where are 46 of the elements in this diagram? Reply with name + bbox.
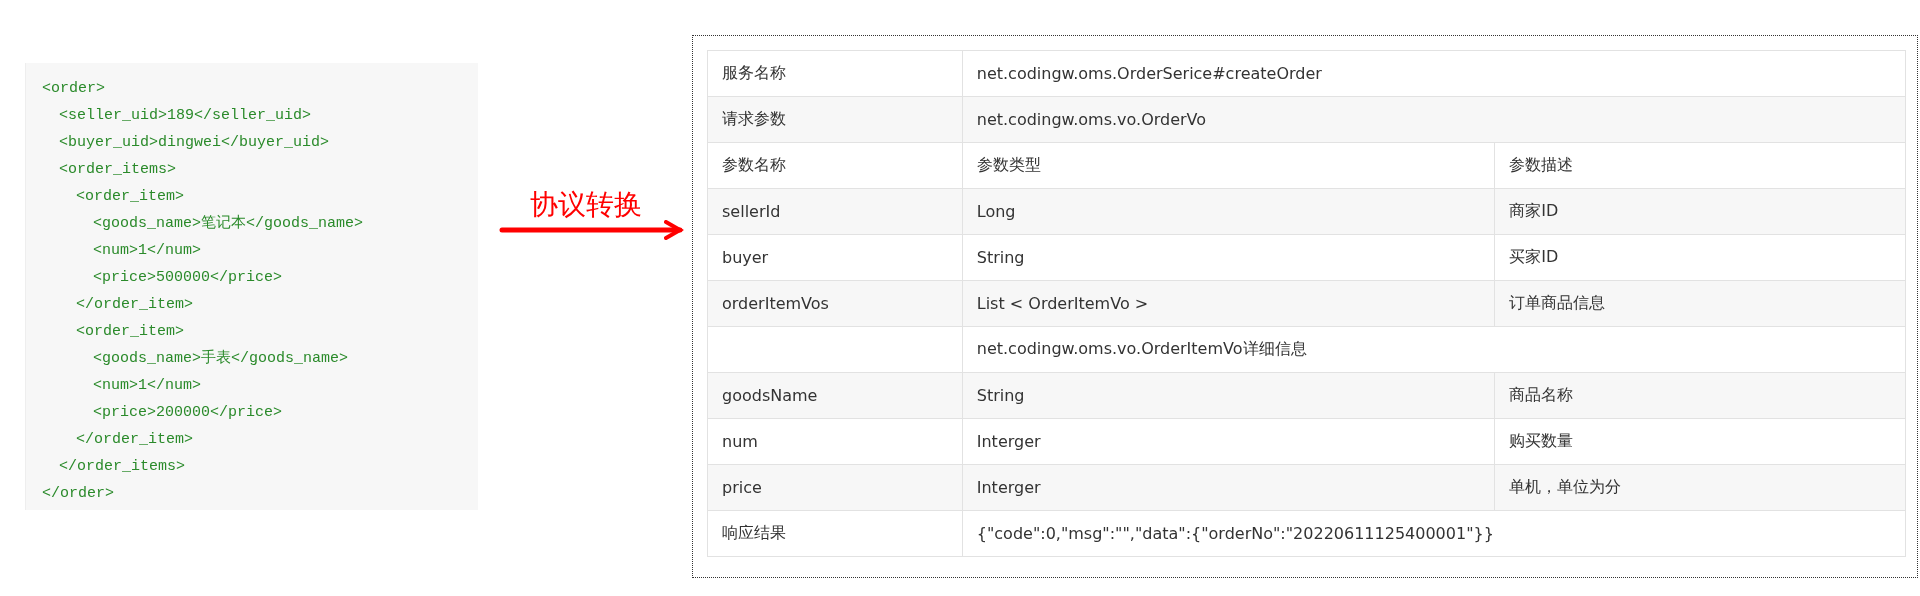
- code-line: <num>1</num>: [93, 376, 202, 396]
- table-cell: List < OrderItemVo >: [962, 280, 1495, 327]
- table-cell: goodsName: [707, 372, 963, 419]
- table-cell: orderItemVos: [707, 280, 963, 327]
- code-line: <seller_uid>189</seller_uid>: [59, 106, 312, 126]
- table-cell: 商家ID: [1494, 188, 1906, 235]
- table-cell: net.codingw.oms.vo.OrderVo: [962, 96, 1906, 143]
- table-cell: 参数类型: [962, 142, 1495, 189]
- table-cell: {"code":0,"msg":"","data":{"orderNo":"20220611125400001"}}: [962, 510, 1906, 557]
- table-cell: sellerId: [707, 188, 963, 235]
- table-cell: num: [707, 418, 963, 465]
- table-cell: net.codingw.oms.OrderSerice#createOrder: [962, 50, 1906, 97]
- table-cell: 单机，单位为分: [1494, 464, 1906, 511]
- table-cell: Long: [962, 188, 1495, 235]
- table-cell: 请求参数: [707, 96, 963, 143]
- code-line: </order_items>: [59, 457, 186, 477]
- code-line: <goods_name>手表</goods_name>: [93, 348, 349, 369]
- arrow: [499, 220, 683, 240]
- code-line: </order_item>: [76, 430, 194, 450]
- code-line: <order_item>: [76, 187, 185, 207]
- table-cell: 参数描述: [1494, 142, 1906, 189]
- code-line: <order_items>: [59, 160, 177, 180]
- edge-label: 协议转换: [530, 188, 642, 222]
- table-cell: buyer: [707, 234, 963, 281]
- code-line: <order>: [42, 79, 105, 99]
- table-cell: Interger: [962, 464, 1495, 511]
- table-cell: 商品名称: [1494, 372, 1906, 419]
- table-cell: 参数名称: [707, 142, 963, 189]
- code-line: </order_item>: [76, 295, 194, 315]
- table-cell: 买家ID: [1494, 234, 1906, 281]
- table-cell: 服务名称: [707, 50, 963, 97]
- table-cell: price: [707, 464, 963, 511]
- table-cell: 订单商品信息: [1494, 280, 1906, 327]
- code-line: <num>1</num>: [93, 241, 202, 261]
- table-cell: 响应结果: [707, 510, 963, 557]
- code-line: <order_item>: [76, 322, 185, 342]
- code-line: <price>500000</price>: [93, 268, 283, 288]
- table-cell: net.codingw.oms.vo.OrderItemVo详细信息: [962, 326, 1906, 373]
- code-line: <buyer_uid>dingwei</buyer_uid>: [59, 133, 330, 153]
- code-line: </order>: [42, 484, 114, 504]
- table-cell: String: [962, 234, 1495, 281]
- code-line: <goods_name>笔记本</goods_name>: [93, 213, 364, 234]
- code-line: <price>200000</price>: [93, 403, 283, 423]
- table-cell: String: [962, 372, 1495, 419]
- table-cell: 购买数量: [1494, 418, 1906, 465]
- table-cell: Interger: [962, 418, 1495, 465]
